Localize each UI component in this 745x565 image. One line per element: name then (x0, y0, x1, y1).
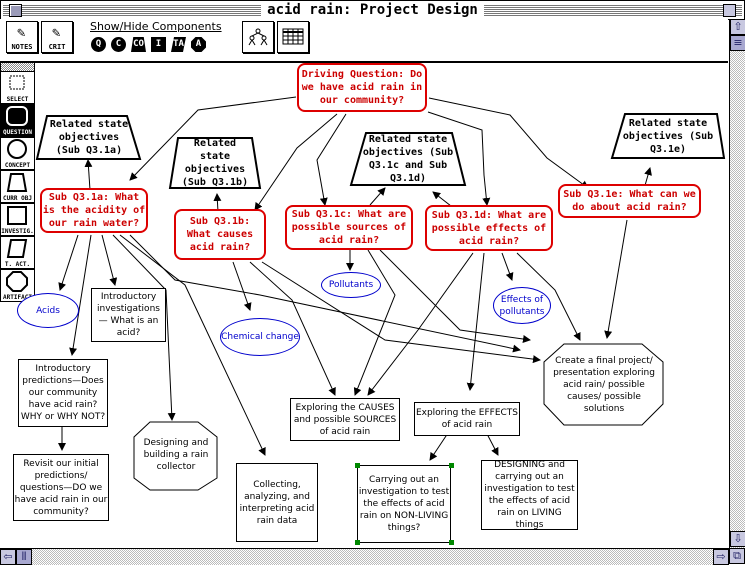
artifact-icon (6, 271, 28, 292)
crit-button[interactable]: ✎ CRIT (41, 21, 73, 53)
selection-handle[interactable] (449, 463, 454, 468)
toggle-artifact[interactable]: A (191, 37, 206, 52)
grow-box-icon[interactable]: ⧉ (729, 548, 745, 564)
toolbar: ✎ NOTES ✎ CRIT Show/Hide Components Q C … (0, 19, 728, 63)
vertical-scrollbar[interactable]: ⇧ ≡ ⇩ (729, 19, 745, 549)
toggle-curriculum-objective[interactable]: CO (131, 37, 146, 52)
palette-curr-obj[interactable]: CURR OBJ (1, 171, 34, 204)
objectives-3-1cd-node[interactable]: Related state objectives (Sub Q3.1c and … (362, 134, 454, 184)
link (501, 252, 514, 281)
intro-predictions-node[interactable]: Introductory predictions—Does our commun… (18, 359, 108, 427)
pencil-icon: ✎ (52, 25, 61, 41)
teacher-activity-icon (6, 239, 28, 258)
pencil-icon: ✎ (17, 25, 26, 41)
rain-collector-artifact-node[interactable]: Designing and building a rain collector (143, 438, 209, 472)
collecting-data-node[interactable]: Collecting, analyzing, and interpreting … (236, 463, 318, 542)
concept-icon (7, 139, 27, 159)
palette-drag-bar[interactable] (1, 63, 34, 72)
scroll-left-arrow-icon[interactable]: ⇦ (0, 549, 16, 565)
question-icon (6, 106, 28, 126)
concept-effects-of-pollutants-node[interactable]: Effects of pollutants (493, 287, 551, 324)
link (466, 252, 485, 391)
table-icon (282, 28, 304, 45)
window-title-bar[interactable]: acid rain: Project Design (0, 0, 745, 20)
selection-handle[interactable] (449, 540, 454, 545)
concept-pollutants-node[interactable]: Pollutants (321, 272, 381, 298)
non-living-investigation-node[interactable]: Carrying out an investigation to test th… (357, 465, 451, 543)
link (58, 234, 79, 291)
window-title: acid rain: Project Design (261, 2, 484, 18)
scroll-up-arrow-icon[interactable]: ⇧ (730, 19, 745, 35)
palette-investigation[interactable]: INVESTIG. (1, 204, 34, 237)
sub-question-3-1b-node[interactable]: Sub Q3.1b: What causes acid rain? (174, 209, 266, 260)
scroll-right-arrow-icon[interactable]: ⇨ (713, 549, 729, 565)
link (69, 234, 92, 356)
objectives-3-1e-node[interactable]: Related state objectives (Sub Q3.1e) (622, 117, 714, 155)
palette-question[interactable]: QUESTION (1, 105, 34, 138)
link (367, 252, 474, 396)
concept-acids-node[interactable]: Acids (17, 293, 79, 328)
link (101, 234, 118, 286)
tool-palette: SELECT QUESTION CONCEPT CURR OBJ INVESTI… (0, 62, 35, 302)
hierarchy-icon (248, 28, 268, 46)
notes-button[interactable]: ✎ NOTES (6, 21, 38, 53)
toggle-investigation[interactable]: I (151, 37, 166, 52)
driving-question-node[interactable]: Driving Question: Do we have acid rain i… (297, 63, 427, 112)
close-box[interactable] (9, 4, 22, 17)
investigation-icon (7, 206, 27, 225)
selection-handle[interactable] (355, 540, 360, 545)
vertical-scroll-thumb[interactable]: ≡ (730, 35, 745, 51)
exploring-effects-node[interactable]: Exploring the EFFECTS of acid rain (414, 402, 520, 436)
horizontal-scroll-thumb[interactable]: ⦀ (16, 549, 32, 565)
link (604, 219, 628, 339)
link (316, 113, 347, 206)
horizontal-scrollbar[interactable]: ⇦ ⦀ ⇨ (0, 548, 729, 565)
objectives-3-1a-node[interactable]: Related state objectives (Sub Q3.1a) (49, 119, 129, 156)
link (369, 187, 386, 206)
select-icon (9, 75, 25, 90)
toggle-question[interactable]: Q (91, 37, 106, 52)
scroll-down-arrow-icon[interactable]: ⇩ (730, 531, 745, 547)
final-project-artifact-node[interactable]: Create a final project/ presentation exp… (553, 356, 655, 414)
exploring-causes-node[interactable]: Exploring the CAUSES and possible SOURCE… (290, 398, 400, 441)
sub-question-3-1a-node[interactable]: Sub Q3.1a: What is the acidity of our ra… (40, 188, 148, 233)
zoom-box[interactable] (723, 4, 736, 17)
sub-question-3-1c-node[interactable]: Sub Q3.1c: What are possible sources of … (285, 205, 413, 250)
curr-obj-icon (6, 173, 28, 192)
living-investigation-node[interactable]: DESIGNING and carrying out an investigat… (481, 460, 578, 530)
table-view-button[interactable] (277, 21, 309, 53)
sub-question-3-1d-node[interactable]: Sub Q3.1d: What are possible effects of … (425, 205, 553, 251)
palette-concept[interactable]: CONCEPT (1, 138, 34, 171)
link (84, 159, 93, 191)
sub-question-3-1e-node[interactable]: Sub Q3.1e: What can we do about acid rai… (558, 184, 701, 218)
concept-chemical-change-node[interactable]: Chemical change (220, 318, 300, 356)
link (232, 261, 252, 311)
palette-teacher-activity[interactable]: T. ACT. (1, 237, 34, 270)
palette-select[interactable]: SELECT (1, 72, 34, 105)
revisit-predictions-node[interactable]: Revisit our initial predictions/ questio… (13, 454, 109, 521)
toggle-concept[interactable]: C (111, 37, 126, 52)
intro-investigations-node[interactable]: Introductory investigations — What is an… (91, 288, 166, 342)
objectives-3-1b-node[interactable]: Related state objectives (Sub Q3.1b) (181, 138, 249, 188)
selection-handle[interactable] (355, 463, 360, 468)
toggle-teacher-activity[interactable]: TA (171, 37, 186, 52)
link (432, 191, 452, 207)
palette-artifact[interactable]: ARTIFACT (1, 270, 34, 301)
hierarchy-view-button[interactable] (242, 21, 274, 53)
link (254, 113, 338, 211)
show-hide-components-label: Show/Hide Components (90, 20, 222, 33)
